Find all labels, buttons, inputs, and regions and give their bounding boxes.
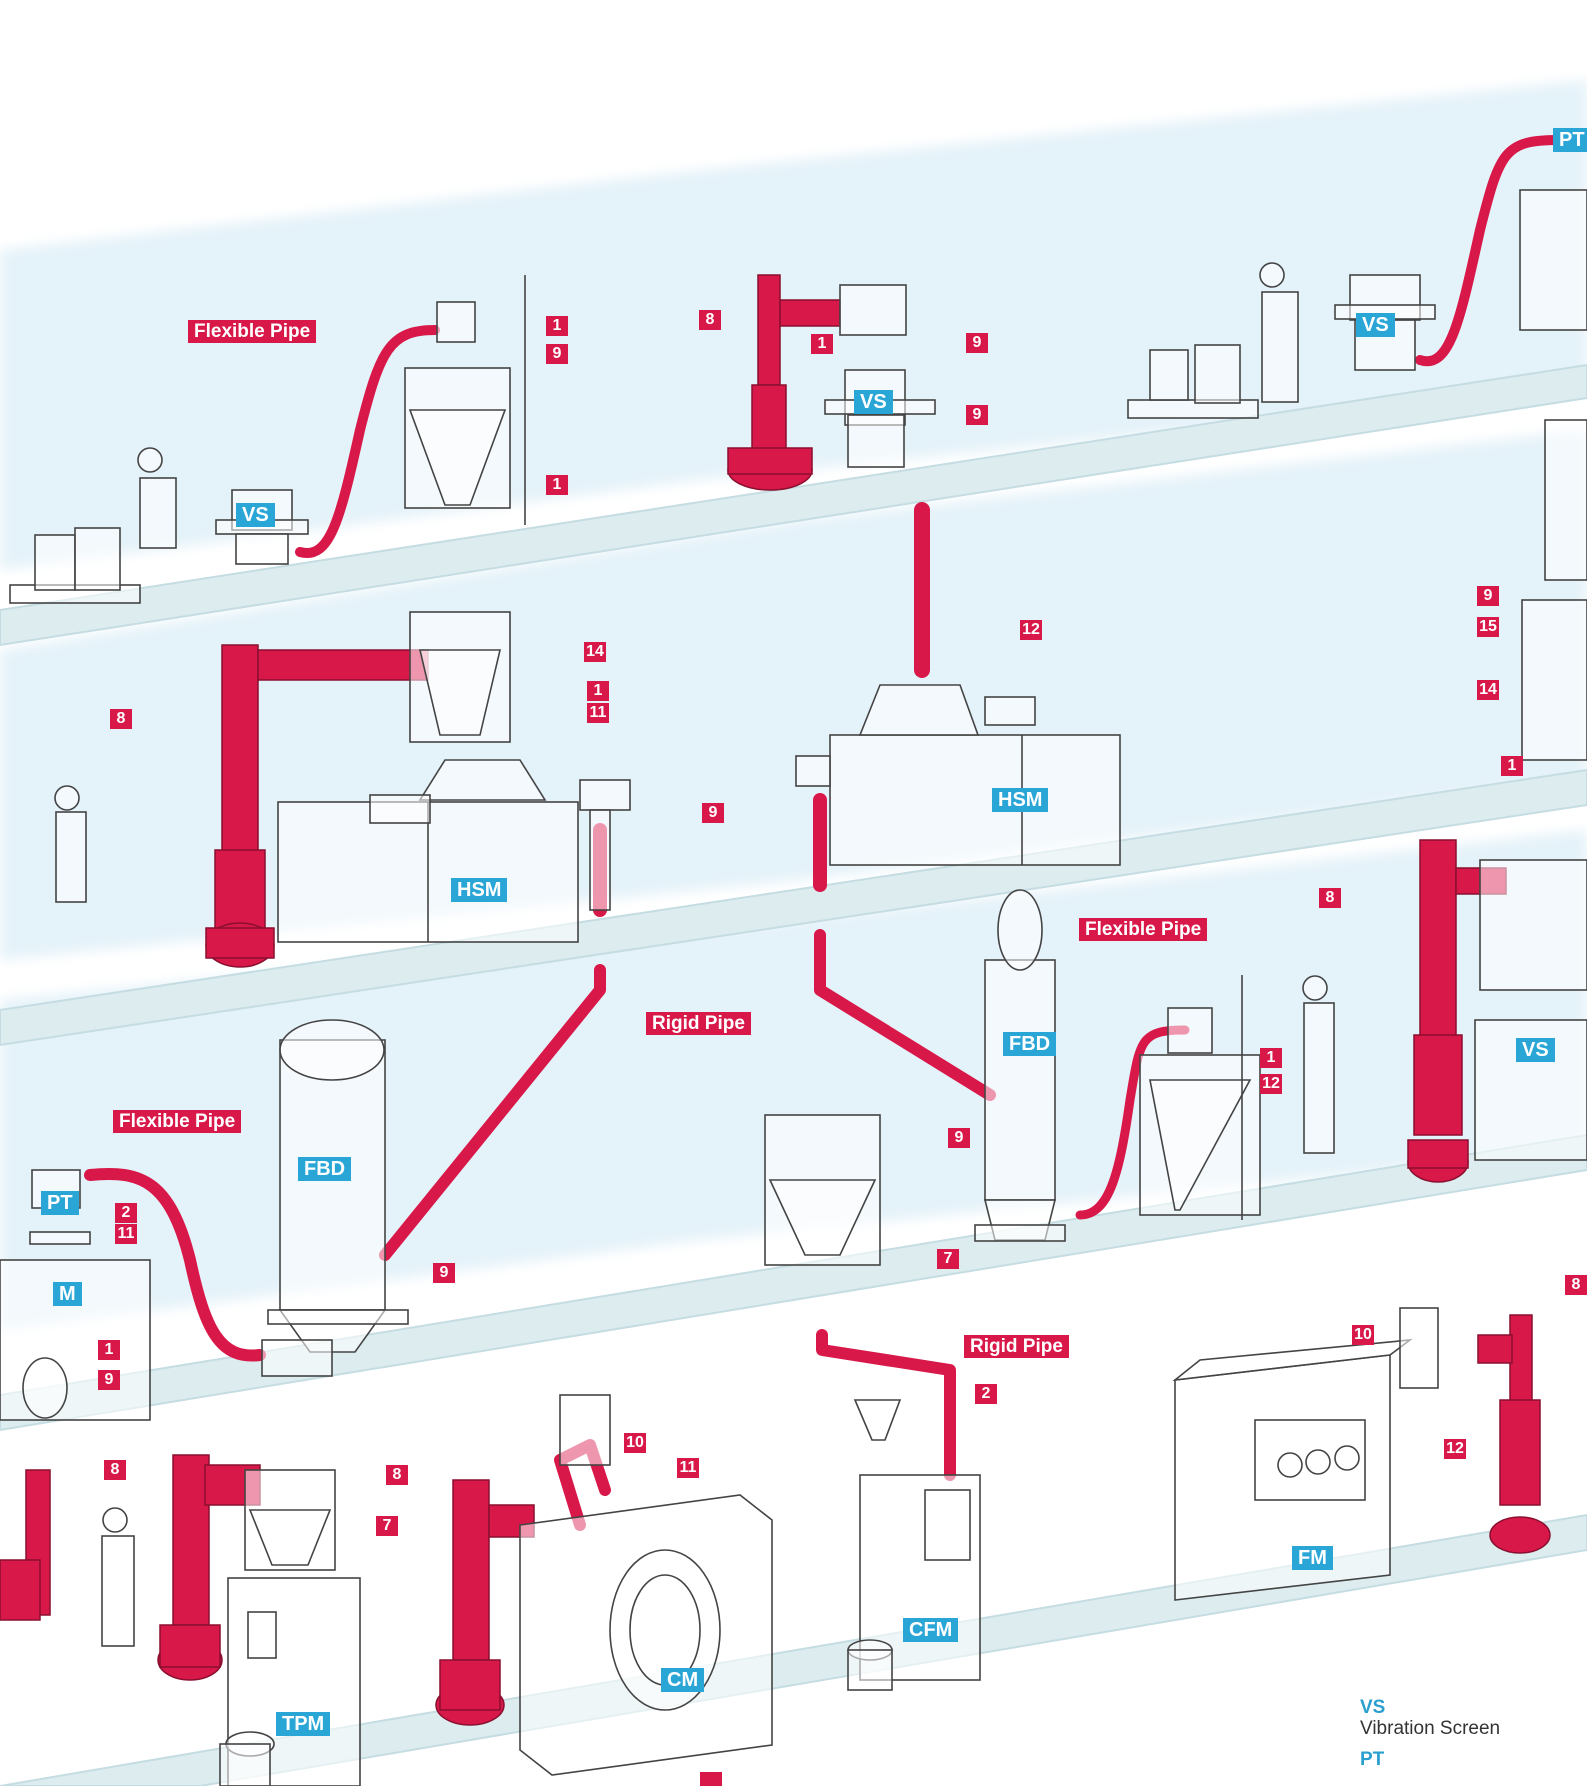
machine-tag-pt: PT — [41, 1191, 79, 1215]
item-number-tag: 2 — [115, 1203, 137, 1223]
item-number-tag: 1 — [98, 1340, 120, 1360]
machine-tag-vs: VS — [854, 390, 893, 414]
item-number-tag: 14 — [584, 642, 606, 662]
item-number-tag: 9 — [966, 405, 988, 425]
item-number-tag: 8 — [699, 310, 721, 330]
item-number-tag: 1 — [546, 475, 568, 495]
item-number-tag: 1 — [587, 681, 609, 701]
item-number-tag: 9 — [702, 803, 724, 823]
machine-tag-fbd: FBD — [1003, 1032, 1057, 1056]
machine-tag-vs: VS — [1356, 313, 1395, 337]
item-number-tag: 9 — [948, 1128, 970, 1148]
item-number-tag: 1 — [546, 316, 568, 336]
item-number-tag: 12 — [1020, 620, 1042, 640]
machine-tag-fbd: FBD — [298, 1157, 352, 1181]
item-number-tag: 9 — [1477, 586, 1499, 606]
item-number-tag: 9 — [433, 1263, 455, 1283]
machine-tag-vs: VS — [236, 503, 275, 527]
item-number-tag: 12 — [1260, 1074, 1282, 1094]
rigid-pipe-label-2: Rigid Pipe — [964, 1335, 1069, 1358]
machine-tag-m: M — [53, 1282, 82, 1306]
vacuum-towers — [0, 274, 1551, 1726]
flexible-pipe-label-1: Flexible Pipe — [188, 320, 317, 343]
item-number-tag: 15 — [1477, 617, 1499, 637]
item-number-tag: 7 — [937, 1249, 959, 1269]
legend-desc-vs: Vibration Screen — [1360, 1718, 1501, 1739]
item-number-tag: 14 — [1477, 680, 1499, 700]
flexible-pipe-label-2: Flexible Pipe — [1079, 918, 1208, 941]
item-number-tag: 1 — [811, 334, 833, 354]
item-number-tag: 8 — [1565, 1275, 1587, 1295]
item-number-tag: 2 — [975, 1384, 997, 1404]
item-number-tag: 12 — [1444, 1439, 1466, 1459]
legend-code-pt: PT — [1360, 1749, 1385, 1770]
item-number-tag: 1 — [1501, 756, 1523, 776]
item-number-tag: 9 — [98, 1370, 120, 1390]
machine-tag-vs: VS — [1516, 1038, 1555, 1062]
legend-code-vs: VS — [1360, 1697, 1386, 1718]
item-number-tag: 10 — [1352, 1325, 1374, 1345]
flexible-pipe-label-3: Flexible Pipe — [113, 1110, 242, 1133]
machine-tag-fm: FM — [1292, 1546, 1333, 1570]
machine-tag-tpm: TPM — [276, 1712, 331, 1736]
item-number-tag: 11 — [587, 703, 609, 723]
machine-tag-hsm: HSM — [992, 788, 1049, 812]
item-number-tag: 8 — [110, 709, 132, 729]
logo-mark — [700, 1772, 722, 1786]
item-number-tag: 7 — [376, 1516, 398, 1536]
item-number-tag: 1 — [1260, 1048, 1282, 1068]
legend: VS Vibration Screen PT — [1360, 1698, 1500, 1770]
item-number-tag: 8 — [104, 1460, 126, 1480]
item-number-tag: 10 — [624, 1433, 646, 1453]
item-number-tag: 8 — [386, 1465, 408, 1485]
item-number-tag: 9 — [546, 344, 568, 364]
rigid-pipe-label-1: Rigid Pipe — [646, 1012, 751, 1035]
machine-tag-cm: CM — [661, 1668, 705, 1692]
item-number-tag: 11 — [677, 1458, 699, 1478]
machine-tag-cfm: CFM — [903, 1618, 959, 1642]
machine-tag-pt: PT — [1553, 128, 1587, 152]
item-number-tag: 11 — [115, 1224, 137, 1244]
item-number-tag: 9 — [966, 333, 988, 353]
machine-tag-hsm: HSM — [451, 878, 508, 902]
item-number-tag: 8 — [1319, 888, 1341, 908]
